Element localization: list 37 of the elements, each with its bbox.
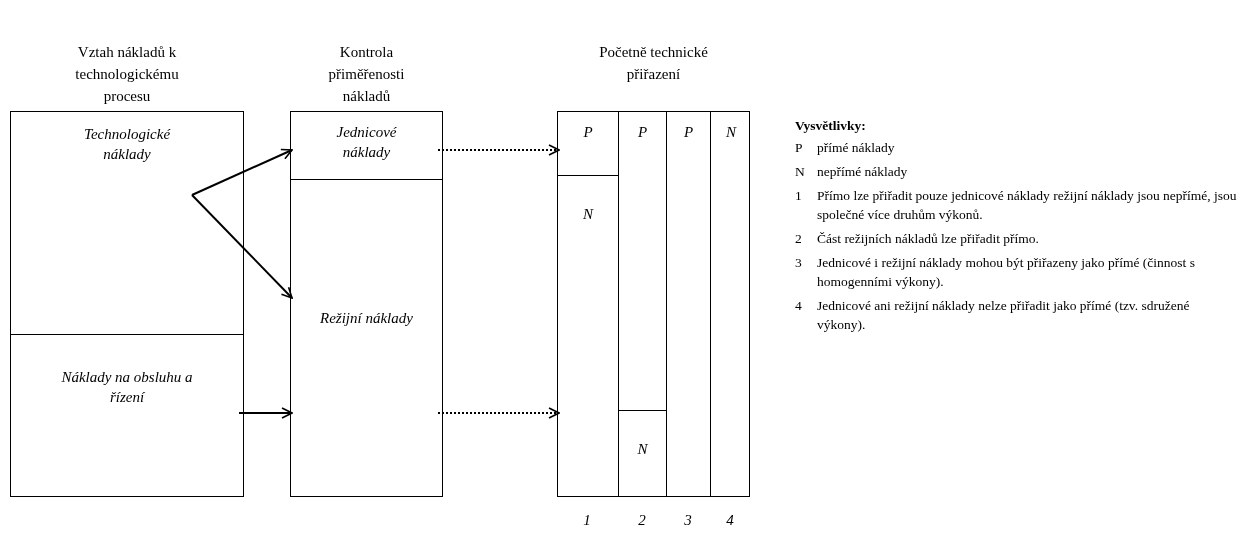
- legend-key: P: [795, 138, 817, 157]
- column-heading: Kontrola přiměřenosti nákladů: [327, 43, 406, 106]
- section-text: P: [682, 123, 695, 142]
- section-text: N: [636, 440, 649, 459]
- table-section: [619, 410, 667, 496]
- legend-description: přímé náklady: [817, 139, 896, 157]
- section-text: Jednicové náklady: [335, 123, 398, 162]
- section-text: Režijní náklady: [319, 309, 414, 328]
- column-number: 1: [583, 512, 591, 529]
- legend-key: 1: [795, 186, 817, 224]
- column-heading: Početně technické přiřazení: [598, 43, 709, 84]
- section-text: N: [725, 123, 738, 142]
- legend-description: Jednicové i režijní náklady mohou být přiřazeny jako přímé (činnost s homogenními výkony).: [817, 254, 1196, 291]
- column-number: 4: [726, 512, 734, 529]
- legend-key: 3: [795, 253, 817, 291]
- section-text: P: [582, 123, 594, 142]
- column-number: 2: [638, 512, 646, 529]
- arrow: [191, 148, 293, 196]
- column-heading: Vztah nákladů k technologickému procesu: [74, 43, 180, 106]
- legend-key: 4: [795, 296, 817, 334]
- section-text: Náklady na obsluhu a řízení: [60, 368, 194, 407]
- legend-description: Část režijních nákladů lze přiřadit přímo.: [817, 230, 1040, 248]
- arrow: [437, 144, 560, 156]
- column-number: 3: [684, 512, 692, 529]
- arrow: [437, 407, 560, 419]
- table-section: [558, 175, 619, 496]
- legend-description: Přímo lze přiřadit pouze jednicové náklady režijní náklady jsou nepřímé, jsou společné více druhům výkonů.: [817, 187, 1238, 224]
- legend-description: Jednicové ani režijní náklady nelze přiřadit jako přímé (tzv. sdružené výkony).: [817, 297, 1191, 334]
- section-text: Technologické náklady: [82, 125, 172, 164]
- legend-description: nepřímé náklady: [817, 163, 909, 181]
- section-text: N: [582, 205, 595, 224]
- arrow: [191, 194, 293, 299]
- legend-key: 2: [795, 229, 817, 248]
- legend-key: N: [795, 162, 817, 181]
- section-text: P: [636, 123, 649, 142]
- legend-heading: Vysvětlivky:: [795, 118, 867, 134]
- arrow: [238, 407, 293, 419]
